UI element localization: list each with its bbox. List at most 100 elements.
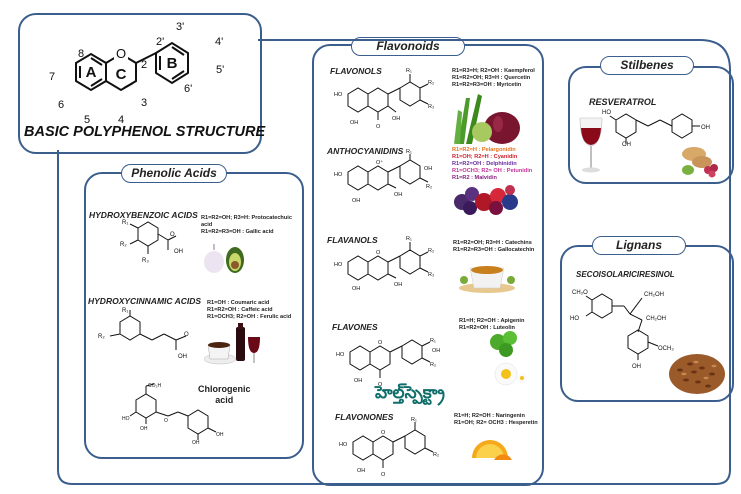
pos-4: 4	[118, 114, 124, 126]
svg-text:R₂: R₂	[433, 452, 439, 458]
wine-glass-image	[579, 117, 603, 173]
pos-5p: 5'	[216, 64, 224, 76]
watermark-text: హెల్త్‌స్పెక్ట్రా	[375, 383, 445, 403]
svg-text:CH₂OH: CH₂OH	[644, 292, 664, 298]
svg-text:OH: OH	[632, 364, 641, 370]
phenolic-acids-panel	[84, 172, 304, 459]
garlic-avocado-image	[204, 244, 244, 273]
svg-text:HO: HO	[570, 316, 579, 322]
flaxseed-image	[669, 354, 725, 394]
svg-text:R₁: R₁	[122, 220, 128, 226]
petunidin-note: R1=OCH3; R2= OH : Petunidin	[452, 168, 533, 174]
svg-text:OH: OH	[352, 286, 360, 292]
svg-text:OH: OH	[622, 142, 631, 146]
svg-text:O⁺: O⁺	[376, 159, 383, 166]
svg-text:HO: HO	[334, 262, 343, 268]
flavonoids-title: Flavonoids	[351, 37, 465, 56]
svg-text:R₁: R₁	[406, 236, 412, 242]
svg-text:O: O	[381, 472, 386, 476]
svg-text:CH₃O: CH₃O	[572, 290, 588, 296]
svg-text:O: O	[378, 382, 383, 386]
svg-text:HO: HO	[122, 416, 130, 422]
svg-text:OCH₃: OCH₃	[658, 346, 674, 352]
svg-text:OH: OH	[394, 192, 402, 198]
oxygen-label: O	[116, 46, 126, 61]
secoisolariciresinol-structure: CH₃O HO CH₂OH CH₂OH OCH₃ OH	[570, 290, 674, 370]
flavones-heading: FLAVONES	[332, 322, 378, 332]
svg-text:R₃: R₃	[142, 258, 149, 264]
ring-a-label: A	[86, 64, 97, 81]
peanuts-grapes-image	[682, 147, 718, 178]
svg-text:OH: OH	[350, 120, 358, 126]
svg-text:OH: OH	[432, 348, 440, 354]
secoisolariciresinol-heading: SECOISOLARICIRESINOL	[576, 270, 675, 279]
anthocyanidin-fruits-image	[454, 185, 518, 215]
cyanidin-note: R1=OH; R2=H : Cyanidin	[452, 154, 518, 160]
svg-text:OH: OH	[140, 426, 148, 432]
svg-text:R₂: R₂	[428, 248, 434, 254]
flavonol-foods-image	[454, 94, 520, 144]
parsley-chamomile-image	[490, 331, 527, 386]
svg-text:O: O	[381, 430, 386, 436]
svg-text:OH: OH	[424, 166, 432, 172]
pos-2: 2	[141, 59, 147, 71]
hydroxycinnamic-heading: HYDROXYCINNAMIC ACIDS	[88, 296, 202, 306]
svg-text:O: O	[376, 250, 381, 256]
coffee-wine-image	[204, 323, 260, 365]
pos-2p: 2'	[156, 36, 164, 48]
svg-text:OH: OH	[394, 282, 402, 288]
svg-text:R₁: R₁	[406, 68, 412, 74]
basic-structure-title: BASIC POLYPHENOL STRUCTURE	[24, 124, 266, 140]
pelargonidin-note: R1=R2=H : Pelargonidin	[452, 147, 516, 153]
svg-text:R₂: R₂	[98, 334, 105, 340]
pos-3p: 3'	[176, 21, 184, 33]
pos-8: 8	[78, 48, 84, 60]
svg-text:OH: OH	[178, 354, 187, 360]
svg-text:OH: OH	[357, 468, 365, 474]
svg-text:OH: OH	[192, 440, 200, 444]
svg-text:OH: OH	[174, 249, 183, 255]
tea-image	[459, 266, 515, 293]
pos-4p: 4'	[215, 36, 223, 48]
flavonols-heading: FLAVONOLS	[330, 66, 382, 76]
hydroxybenzoic-heading: HYDROXYBENZOIC ACIDS	[89, 210, 198, 220]
pos-6p: 6'	[184, 83, 192, 95]
svg-text:HO: HO	[339, 442, 348, 448]
flavanols-heading: FLAVANOLS	[327, 235, 378, 245]
svg-text:CO₂H: CO₂H	[148, 383, 161, 389]
svg-text:O: O	[184, 332, 189, 338]
svg-text:R₃: R₃	[428, 104, 434, 110]
svg-text:HO: HO	[334, 172, 343, 178]
svg-text:OH: OH	[216, 432, 224, 438]
basic-structure-panel	[18, 13, 262, 154]
anthocyanidins-heading: ANTHOCYANIDINS	[327, 146, 404, 156]
flavonones-heading: FLAVONONES	[335, 412, 394, 422]
svg-text:R₂: R₂	[430, 362, 436, 368]
svg-text:OH: OH	[392, 116, 400, 122]
svg-text:O: O	[170, 232, 175, 238]
pos-6: 6	[58, 99, 64, 111]
pos-5: 5	[84, 114, 90, 126]
resveratrol-heading: RESVERATROL	[589, 97, 657, 107]
lignans-title: Lignans	[592, 236, 686, 255]
svg-text:R₂: R₂	[428, 80, 434, 86]
pos-7: 7	[49, 71, 55, 83]
stilbenes-title: Stilbenes	[600, 56, 694, 75]
anthocyanidins-notes: R1=R2=H : Pelargonidin R1=OH; R2=H : Cya…	[452, 147, 532, 182]
svg-text:OH: OH	[354, 378, 362, 384]
phenolic-acids-title: Phenolic Acids	[121, 164, 227, 183]
svg-text:CH₂OH: CH₂OH	[646, 316, 666, 322]
malvidin-note: R1=R2 : Malvidin	[452, 175, 497, 181]
